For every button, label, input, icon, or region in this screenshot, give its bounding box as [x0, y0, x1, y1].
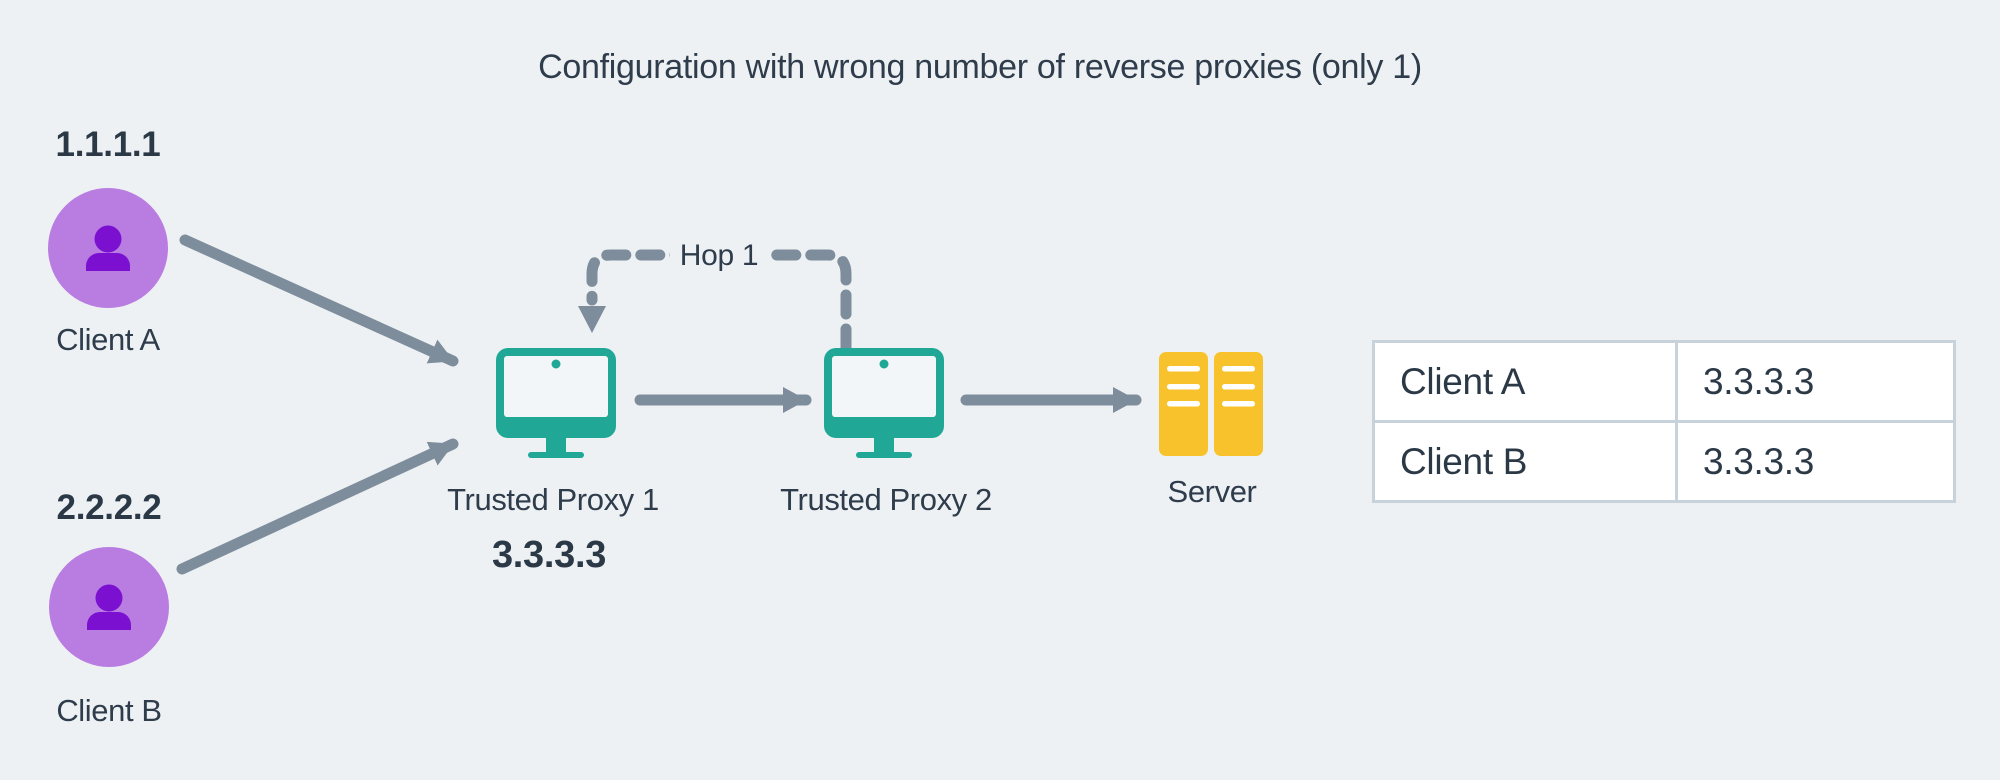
hop1-label: Hop 1 [669, 239, 769, 273]
monitor-icon [824, 348, 944, 458]
proxy2-label: Trusted Proxy 2 [780, 482, 992, 517]
table-cell-client-b-ip: 3.3.3.3 [1678, 423, 1953, 500]
monitor-icon [496, 348, 616, 458]
diagram-title: Configuration with wrong number of rever… [538, 48, 1422, 86]
client-a-ip: 1.1.1.1 [55, 125, 161, 164]
client-a-avatar [48, 188, 168, 308]
proxy1-label: Trusted Proxy 1 [447, 482, 659, 517]
proxy2-device [824, 348, 944, 458]
client-a-label: Client A [56, 322, 160, 357]
hop1-arrowhead [578, 306, 606, 333]
server-rack-icon [1159, 352, 1263, 456]
table-cell-client-a: Client A [1375, 343, 1675, 420]
table-cell-client-a-ip: 3.3.3.3 [1678, 343, 1953, 420]
arrow-client-a-to-proxy1 [179, 234, 459, 367]
client-b-avatar [49, 547, 169, 667]
table-cell-client-b: Client B [1375, 423, 1675, 500]
server-label: Server [1167, 474, 1257, 509]
client-b-label: Client B [56, 693, 162, 728]
arrow-client-b-to-proxy1 [176, 438, 459, 575]
server-device [1159, 352, 1263, 456]
proxy1-ip: 3.3.3.3 [491, 534, 607, 576]
user-icon [87, 584, 131, 630]
client-ip-table: Client A 3.3.3.3 Client B 3.3.3.3 [1372, 340, 1956, 503]
proxy1-device [496, 348, 616, 458]
user-icon [86, 225, 130, 271]
client-b-ip: 2.2.2.2 [56, 488, 162, 527]
